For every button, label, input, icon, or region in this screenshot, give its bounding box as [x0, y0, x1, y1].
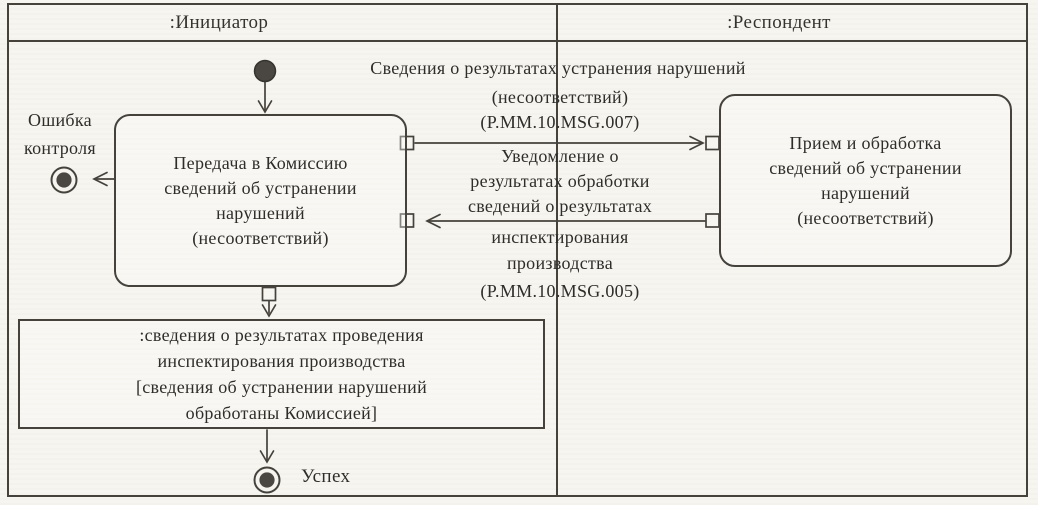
- arrow-msg005: [425, 213, 706, 229]
- object-node-line: :сведения о результатах проведения: [139, 325, 424, 345]
- arrow-to-success-final: [259, 429, 275, 464]
- output-pin-initiator-bottom: [261, 286, 277, 302]
- lane-header-initiator: :Инициатор: [169, 12, 269, 33]
- initial-node: [253, 59, 277, 83]
- activity-respondent-line: (несоответствий): [797, 207, 934, 228]
- object-node-inspection-results: :сведения о результатах проведения инспе…: [18, 319, 545, 429]
- msg005-label-line: результатах обработки: [470, 171, 650, 191]
- msg005-label-line: (P.MM.10.MSG.005): [480, 281, 640, 301]
- msg007-label-line: (P.MM.10.MSG.007): [480, 112, 640, 132]
- activity-respondent-line: Прием и обработка: [789, 132, 942, 153]
- object-node-line: обработаны Комиссией]: [185, 403, 378, 423]
- swimlane-header-row: [7, 3, 1028, 42]
- arrow-to-error-final: [92, 171, 115, 187]
- activity-initiator-line: нарушений: [216, 202, 305, 223]
- final-node-error: [50, 166, 78, 194]
- error-final-label: Ошибка контроля: [4, 106, 116, 162]
- msg005-label-line: инспектирования: [491, 227, 629, 247]
- activity-respondent-line: нарушений: [821, 182, 910, 203]
- msg005-label-line: сведений о результатах: [467, 196, 653, 216]
- msg005-label-line: Уведомление о: [501, 146, 619, 166]
- msg007-label-line: (несоответствий): [491, 87, 629, 107]
- activity-initiator-line: сведений об устранении: [164, 177, 357, 198]
- arrow-start-to-initiator: [257, 81, 273, 114]
- output-pin-initiator-msg007: [399, 135, 415, 151]
- lane-divider: [556, 3, 558, 497]
- input-pin-initiator-msg005: [399, 213, 415, 228]
- arrow-msg007: [414, 135, 705, 151]
- arrow-to-object-node: [261, 300, 277, 318]
- activity-initiator-line: (несоответствий): [192, 227, 329, 248]
- msg005-label-line: производства: [506, 253, 614, 273]
- activity-respondent: Прием и обработка сведений об устранении…: [719, 94, 1012, 267]
- object-node-line: инспектирования производства: [157, 351, 406, 371]
- object-node-line: [сведения об устранении нарушений: [135, 377, 428, 397]
- activity-initiator: Передача в Комиссию сведений об устранен…: [114, 114, 407, 287]
- final-node-success: [253, 466, 281, 494]
- activity-initiator-line: Передача в Комиссию: [173, 152, 348, 173]
- diagram-frame: [7, 3, 1028, 497]
- activity-respondent-line: сведений об устранении: [769, 157, 962, 178]
- lane-header-respondent: :Респондент: [727, 12, 831, 33]
- error-final-label-line: контроля: [24, 138, 96, 158]
- success-final-label: Успех: [301, 466, 351, 487]
- msg007-label-line: Сведения о результатах устранения наруше…: [370, 58, 746, 78]
- error-final-label-line: Ошибка: [28, 110, 92, 130]
